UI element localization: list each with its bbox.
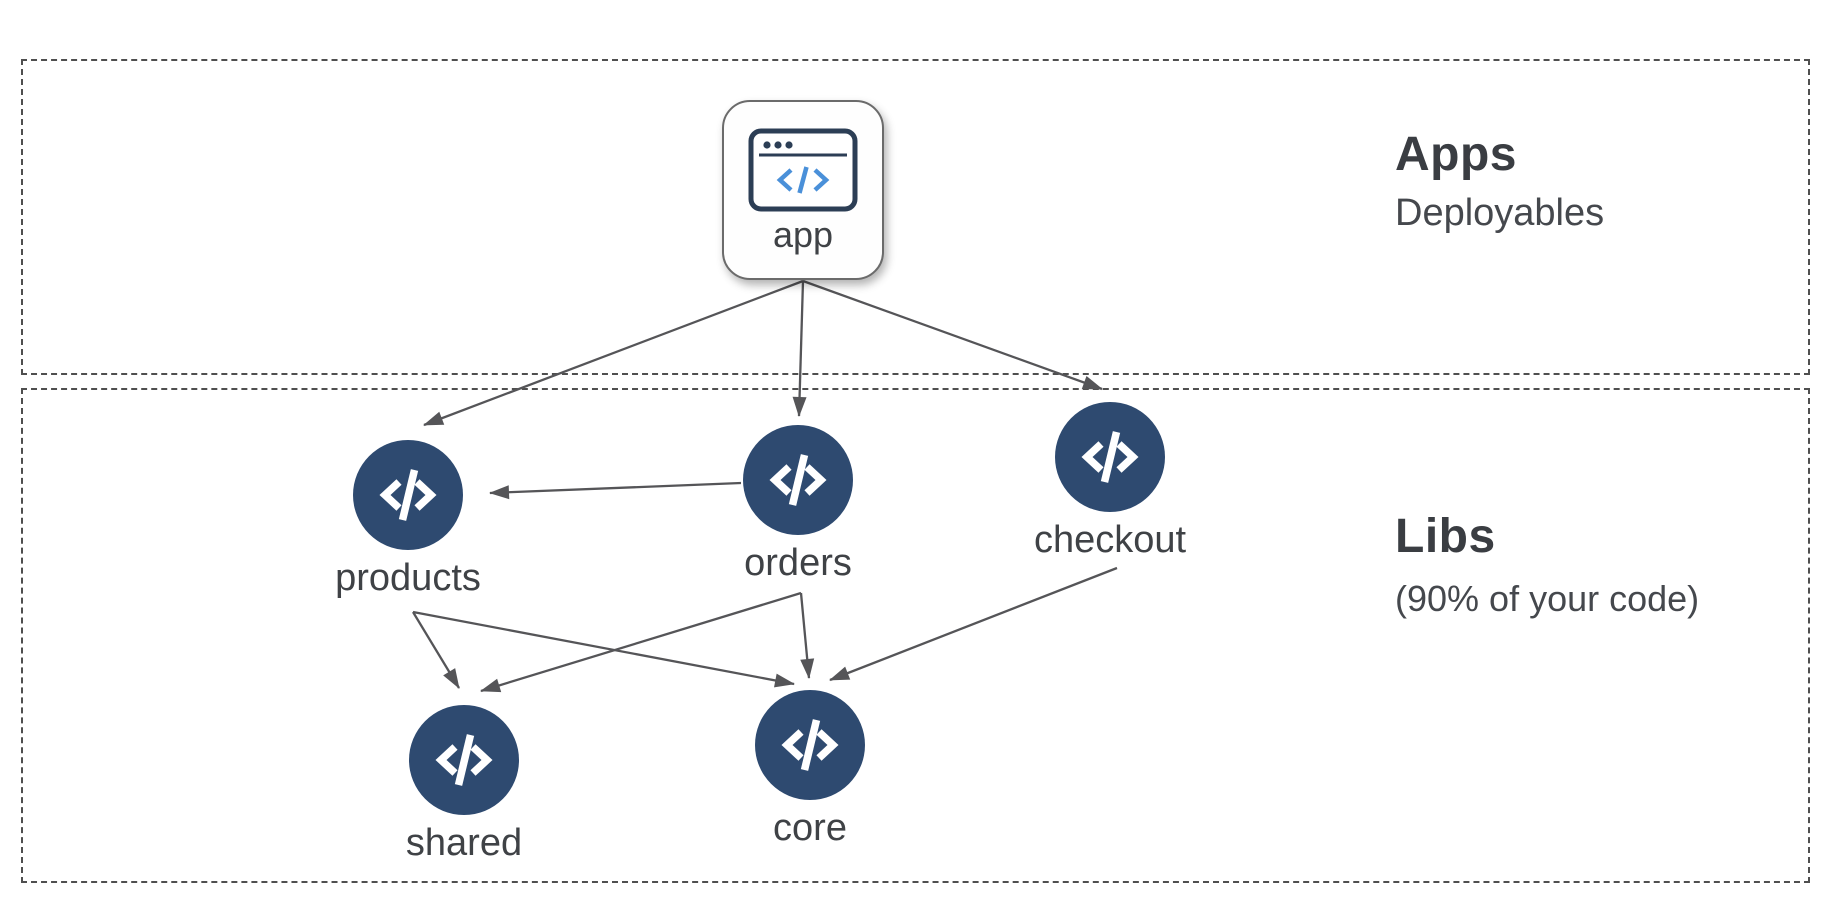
- node-checkout: checkout: [1034, 402, 1186, 559]
- edge-products-to-core: [412, 610, 795, 688]
- libs-zone: [21, 388, 1810, 883]
- edge-app-to-checkout: [802, 279, 1103, 391]
- node-app: app: [722, 100, 884, 280]
- edge-products-to-shared: [412, 611, 460, 689]
- code-icon: [743, 425, 853, 535]
- node-shared-label: shared: [405, 822, 523, 864]
- node-core: core: [755, 690, 865, 847]
- libs-zone-caption: Libs (90% of your code): [1395, 510, 1700, 620]
- edge-app-to-products: [423, 279, 804, 427]
- edge-app-to-orders: [792, 280, 807, 417]
- node-core-label: core: [773, 807, 847, 849]
- dependency-edges: [412, 279, 1118, 693]
- edge-orders-to-products: [489, 481, 742, 500]
- node-products-label: products: [335, 557, 481, 599]
- code-icon: [1055, 402, 1165, 512]
- libs-zone-title: Libs: [1395, 510, 1496, 563]
- apps-zone: [21, 59, 1810, 375]
- apps-zone-subtitle: Deployables: [1395, 192, 1605, 235]
- edge-checkout-to-core: [829, 566, 1118, 682]
- node-products: products: [335, 440, 481, 597]
- edge-orders-to-shared: [480, 591, 802, 693]
- node-orders: orders: [743, 425, 853, 582]
- apps-zone-caption: Apps Deployables: [1395, 128, 1605, 235]
- node-orders-label: orders: [744, 542, 852, 584]
- node-shared: shared: [405, 705, 523, 864]
- node-app-label: app: [772, 214, 834, 255]
- edge-orders-to-core: [799, 592, 815, 679]
- code-icon: [353, 440, 463, 550]
- code-icon: [755, 690, 865, 800]
- browser-code-icon: [748, 128, 858, 212]
- apps-zone-title: Apps: [1395, 128, 1517, 181]
- libs-zone-subtitle: (90% of your code): [1395, 578, 1700, 620]
- node-checkout-label: checkout: [1033, 519, 1187, 561]
- code-icon: [409, 705, 519, 815]
